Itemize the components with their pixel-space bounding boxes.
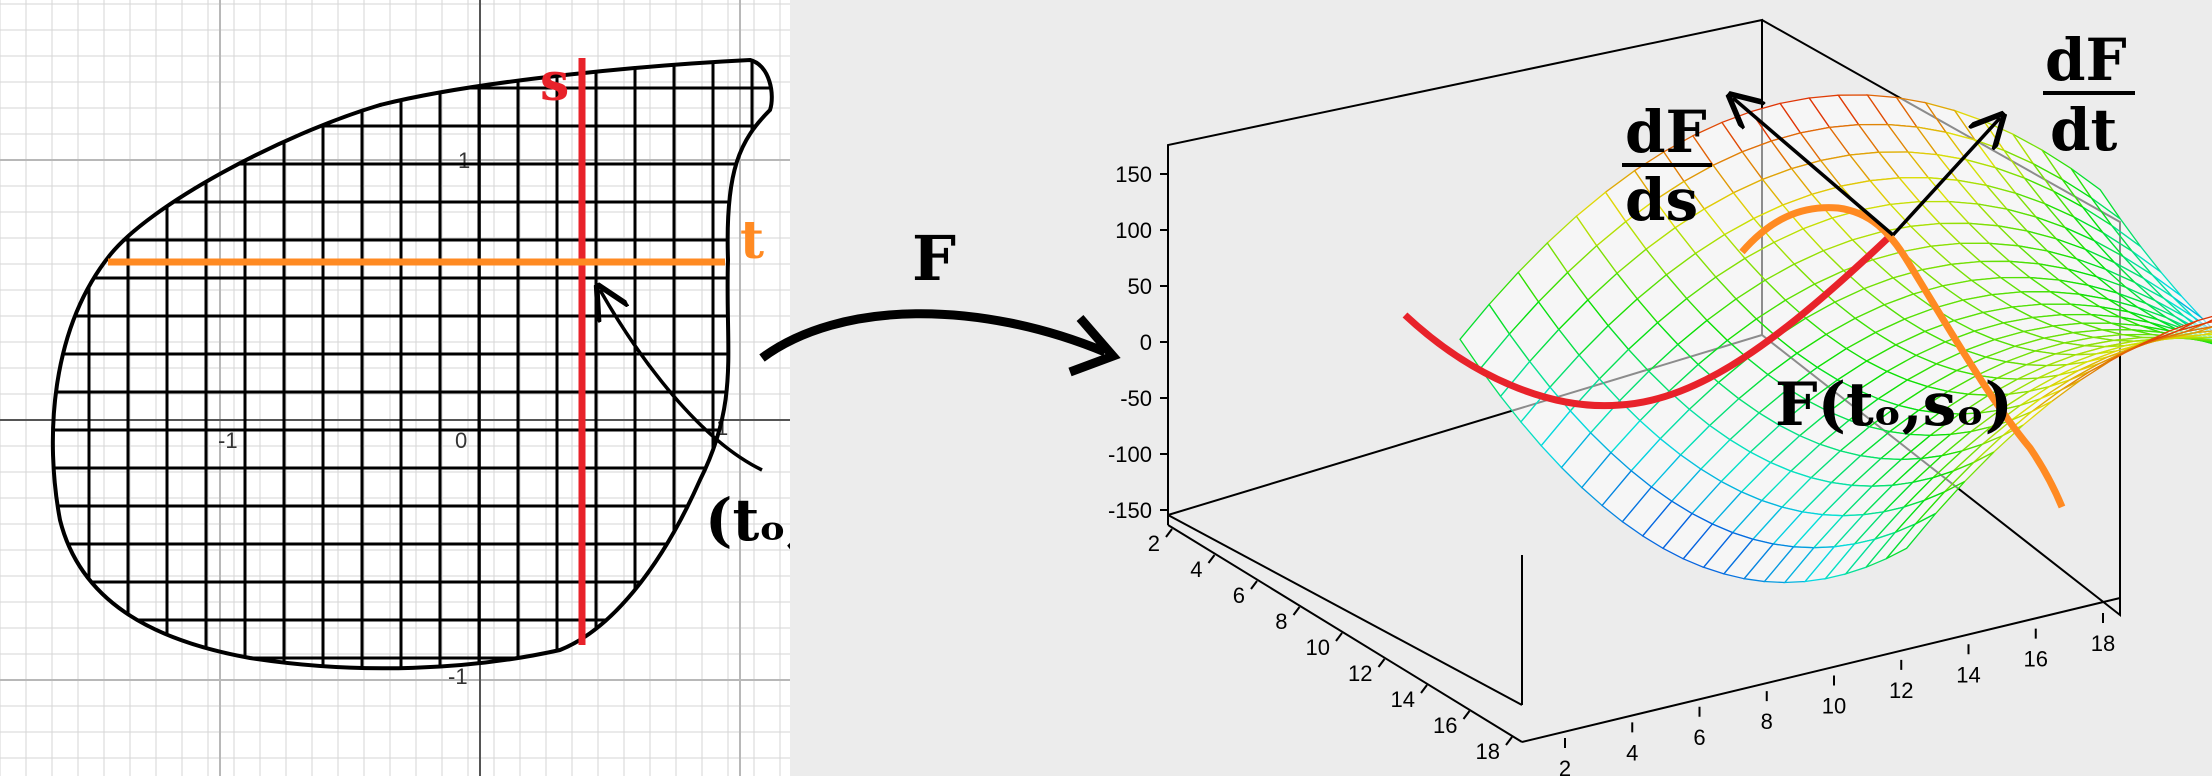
left-axis-tick-label: 4 (1190, 557, 1202, 582)
left-plane-background (0, 0, 790, 776)
front-axis-tick-label: 10 (1822, 694, 1846, 719)
front-axis-tick-label: 6 (1693, 725, 1705, 750)
red-curve (1402, 235, 1891, 410)
tick-y-one: 1 (458, 148, 470, 173)
point-label-3d: F(tₒ,sₒ) (1775, 370, 2013, 440)
front-axis-tick-label: 8 (1761, 709, 1773, 734)
surface-cell (1885, 512, 1937, 560)
ds-vector (1733, 98, 1895, 237)
left-axis-tick-mark (1377, 658, 1386, 668)
left-axis-tick-mark (1420, 684, 1428, 694)
left-axis-tick-mark (1505, 736, 1513, 746)
z-tick-label: 100 (1115, 218, 1152, 243)
z-tick-label: -100 (1108, 442, 1152, 467)
tick-y-neg1: -1 (448, 664, 468, 689)
ds-numerator: dF (1625, 98, 1707, 166)
left-axis-tick-label: 16 (1433, 713, 1457, 738)
tick-x-neg1: -1 (218, 428, 238, 453)
left-axis-tick-mark (1250, 580, 1258, 590)
front-axis-tick-label: 18 (2091, 631, 2115, 656)
box-floor-back (1167, 514, 1523, 706)
dt-denominator: dt (2050, 96, 2118, 164)
s-label: s (540, 52, 569, 113)
left-axis-tick-label: 18 (1476, 739, 1500, 764)
z-tick-label: -150 (1108, 498, 1152, 523)
t-label: t (740, 210, 764, 271)
left-plane-panel: -1 0 1 1 -1 s t (tₒ,sₒ) (0, 0, 894, 776)
mapping-label: F (912, 222, 956, 295)
front-axis-tick-label: 14 (1956, 662, 1980, 687)
dt-vector (1891, 118, 2000, 237)
left-axis-tick-label: 2 (1148, 531, 1160, 556)
left-axis-tick-label: 12 (1348, 661, 1372, 686)
front-axis-tick-label: 16 (2024, 647, 2048, 672)
front-axis-tick-label: 12 (1889, 678, 1913, 703)
left-axis-tick-label: 6 (1233, 583, 1245, 608)
left-axis-tick-label: 8 (1275, 609, 1287, 634)
left-axis-tick-mark (1207, 554, 1216, 564)
surface-plot-panel: 150 100 50 0 -50 -100 -150 2 4 6 8 10 12 14 16 18 2 4 6 8… (790, 0, 2212, 776)
z-tick-label: 0 (1140, 330, 1152, 355)
left-axis-line (1167, 524, 1523, 743)
domain-outline (50, 57, 774, 671)
front-axis-line (1521, 597, 2121, 743)
ds-fraction: dF ds (1622, 98, 1712, 234)
z-axis: 150 100 50 0 -50 -100 -150 (1108, 145, 1169, 525)
front-axis-tick-label: 4 (1626, 740, 1638, 765)
left-axis-tick-mark (1165, 528, 1173, 538)
z-tick-label: 150 (1115, 162, 1152, 187)
left-axis-tick-label: 10 (1306, 635, 1330, 660)
orange-curve (1739, 204, 2066, 509)
point-arrow (600, 290, 763, 472)
tick-x-zero: 0 (455, 428, 467, 453)
mapping-arrowhead (1068, 315, 1121, 377)
z-tick-label: -50 (1120, 386, 1152, 411)
mapping-arrow (759, 309, 1107, 362)
front-axis-ticks: 2 4 6 8 10 12 14 16 18 (1559, 613, 2115, 776)
left-axis-tick-mark (1335, 632, 1343, 642)
ds-denominator: ds (1625, 166, 1698, 234)
surface-mesh (1459, 94, 2212, 584)
left-axis-ticks: 2 4 6 8 10 12 14 16 18 (1148, 528, 1513, 764)
dt-numerator: dF (2045, 26, 2127, 94)
left-axis-tick-label: 14 (1391, 687, 1415, 712)
z-tick-label: 50 (1128, 274, 1152, 299)
left-axis-tick-mark (1462, 710, 1471, 720)
front-axis-tick-label: 2 (1559, 756, 1571, 776)
dt-fraction: dF dt (2043, 26, 2135, 164)
left-axis-tick-mark (1292, 606, 1301, 616)
mapping-arrow-group: F (759, 222, 1121, 377)
